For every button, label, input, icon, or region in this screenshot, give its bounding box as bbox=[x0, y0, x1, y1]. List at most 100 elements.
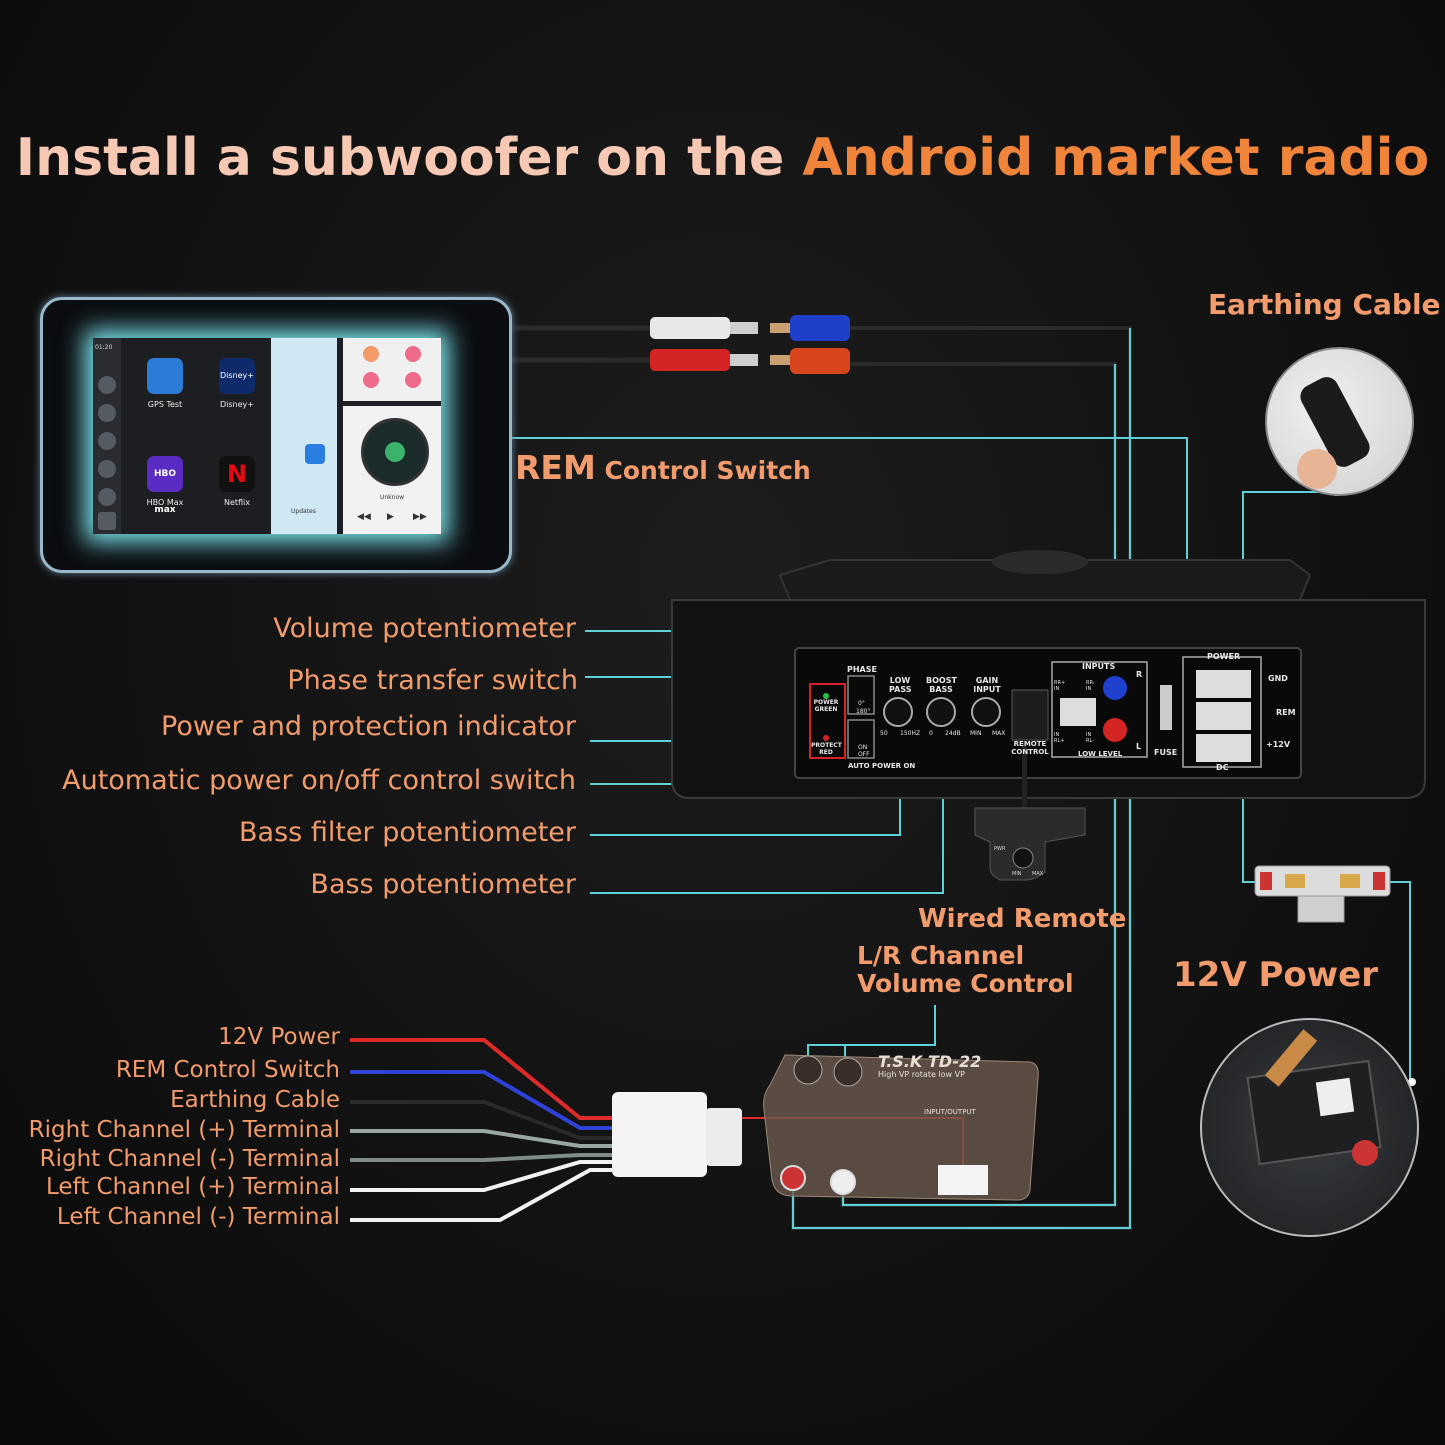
app-label-netflix: Netflix bbox=[223, 498, 251, 507]
power-led bbox=[823, 693, 829, 699]
panel-low-pass: LOW PASS bbox=[889, 676, 912, 694]
fuse-mount bbox=[1297, 895, 1345, 923]
converter-io: INPUT/OUTPUT bbox=[924, 1108, 976, 1116]
app-gps-test[interactable]: GPS Test bbox=[137, 358, 193, 409]
car-icon[interactable] bbox=[98, 460, 116, 478]
panel-power: POWER bbox=[1207, 652, 1241, 661]
contacts-widget[interactable] bbox=[343, 338, 441, 401]
callout-bass: Bass potentiometer bbox=[310, 869, 576, 900]
android-radio: 01:20 GPS Test Disney+ Disney+ HBO max H… bbox=[40, 297, 512, 573]
rca-jack-red bbox=[790, 348, 850, 374]
remote-port bbox=[1011, 689, 1049, 741]
wire-label-right-plus: Right Channel (+) Terminal bbox=[28, 1117, 340, 1143]
gain-knob[interactable] bbox=[971, 697, 1001, 727]
wire-earth bbox=[350, 1100, 630, 1140]
lr-volume-line-2: Volume Control bbox=[857, 969, 1074, 998]
harness-connector bbox=[612, 1092, 707, 1177]
callout-indicator: Power and protection indicator bbox=[161, 711, 576, 742]
converter-brand: T.S.K TD-22 bbox=[878, 1052, 982, 1071]
panel-150hz: 150HZ bbox=[900, 730, 921, 737]
panel-boost-bass: BOOST BASS bbox=[926, 676, 957, 694]
wire-rem bbox=[350, 1070, 630, 1130]
wire-left-minus bbox=[350, 1168, 630, 1222]
rca-input-r bbox=[1103, 676, 1127, 700]
remote-max: MAX bbox=[1032, 871, 1044, 877]
panel-inputs: INPUTS bbox=[1082, 662, 1116, 671]
grid-icon[interactable] bbox=[98, 512, 116, 530]
converter-port bbox=[938, 1165, 988, 1195]
back-icon[interactable] bbox=[98, 376, 116, 394]
rca-plug-red-tip bbox=[730, 354, 758, 366]
callout-volume: Volume potentiometer bbox=[273, 613, 576, 644]
converter-knob-1[interactable] bbox=[793, 1055, 823, 1085]
power-terminal-box bbox=[1182, 656, 1262, 768]
app-hbo-max[interactable]: HBO max HBO Max bbox=[137, 456, 193, 515]
panel-deg180: 180° bbox=[856, 708, 871, 715]
wire-right-minus bbox=[350, 1153, 630, 1162]
title-part-1: Install a subwoofer on the bbox=[15, 128, 803, 188]
converter-rca-white bbox=[830, 1169, 856, 1195]
panel-gain-input: GAIN INPUT bbox=[973, 676, 1001, 694]
boost-bass-knob[interactable] bbox=[926, 697, 956, 727]
rca-input-l bbox=[1103, 718, 1127, 742]
page-title: Install a subwoofer on the Android marke… bbox=[0, 128, 1445, 188]
contact-avatar-4[interactable] bbox=[405, 372, 421, 388]
next-icon[interactable]: ▶▶ bbox=[413, 512, 427, 522]
app-label-disney: Disney+ bbox=[220, 400, 254, 409]
panel-l: L bbox=[1136, 742, 1142, 751]
power-leader-2 bbox=[1388, 881, 1411, 1080]
apps-icon[interactable] bbox=[98, 404, 116, 422]
contact-avatar-1[interactable] bbox=[363, 346, 379, 362]
rca-plug-white bbox=[650, 317, 730, 339]
panel-r: R bbox=[1136, 670, 1143, 679]
wire-label-rem: REM Control Switch bbox=[115, 1057, 340, 1083]
panel-50hz: 50 bbox=[880, 730, 888, 737]
auto-power-switch[interactable] bbox=[847, 719, 875, 759]
hbo-max-icon: HBO max bbox=[147, 456, 183, 515]
maps-widget[interactable]: Updates bbox=[271, 338, 337, 534]
contact-avatar-3[interactable] bbox=[363, 372, 379, 388]
contact-avatar-2[interactable] bbox=[405, 346, 421, 362]
low-level-port bbox=[1060, 698, 1096, 726]
voice-icon[interactable] bbox=[98, 432, 116, 450]
converter-knob-2[interactable] bbox=[833, 1057, 863, 1087]
music-widget[interactable]: Unknow ◀◀ ▶ ▶▶ bbox=[343, 406, 441, 534]
panel-12v: +12V bbox=[1266, 740, 1291, 749]
prev-icon[interactable]: ◀◀ bbox=[357, 512, 371, 522]
rca-plug-white-tip bbox=[730, 322, 758, 334]
panel-rl-minus: IN RL- bbox=[1086, 732, 1094, 744]
wire-label-earth: Earthing Cable bbox=[170, 1087, 340, 1113]
callout-phase: Phase transfer switch bbox=[287, 665, 578, 696]
wire-left-plus bbox=[350, 1160, 630, 1192]
terminal-12v bbox=[1196, 734, 1251, 762]
remote-pwr: PWR bbox=[994, 846, 1006, 852]
navigate-icon[interactable] bbox=[305, 444, 325, 464]
gps-test-icon bbox=[147, 358, 183, 394]
converter-sub: High VP rotate low VP bbox=[878, 1070, 965, 1079]
fuse-cap-right bbox=[1340, 874, 1360, 888]
panel-rr-plus: RR+ IN bbox=[1054, 680, 1066, 692]
panel-min: MIN bbox=[970, 730, 982, 737]
panel-off: OFF bbox=[858, 751, 870, 758]
low-pass-knob[interactable] bbox=[883, 697, 913, 727]
rca-jack-blue bbox=[790, 315, 850, 341]
panel-fuse: FUSE bbox=[1154, 748, 1178, 757]
phase-switch[interactable] bbox=[847, 675, 875, 715]
song-title: Unknow bbox=[379, 494, 405, 501]
radio-sidebar: 01:20 bbox=[93, 338, 121, 534]
battery-photo bbox=[1200, 1018, 1419, 1237]
app-disney[interactable]: Disney+ Disney+ bbox=[209, 358, 265, 409]
inputs-box bbox=[1051, 661, 1148, 758]
radio-screen[interactable]: 01:20 GPS Test Disney+ Disney+ HBO max H… bbox=[93, 338, 441, 534]
wired-remote-unit[interactable] bbox=[974, 807, 1086, 881]
app-netflix[interactable]: N Netflix bbox=[209, 456, 265, 507]
vinyl-center bbox=[385, 442, 405, 462]
wire-label-left-minus: Left Channel (-) Terminal bbox=[56, 1204, 340, 1230]
fuse-end-left bbox=[1260, 872, 1272, 890]
fuse-cap-left bbox=[1285, 874, 1305, 888]
remote-knob[interactable] bbox=[1012, 847, 1034, 869]
play-icon[interactable]: ▶ bbox=[387, 512, 394, 522]
earthing-cable-label: Earthing Cable bbox=[1208, 288, 1441, 321]
home-icon[interactable] bbox=[98, 488, 116, 506]
